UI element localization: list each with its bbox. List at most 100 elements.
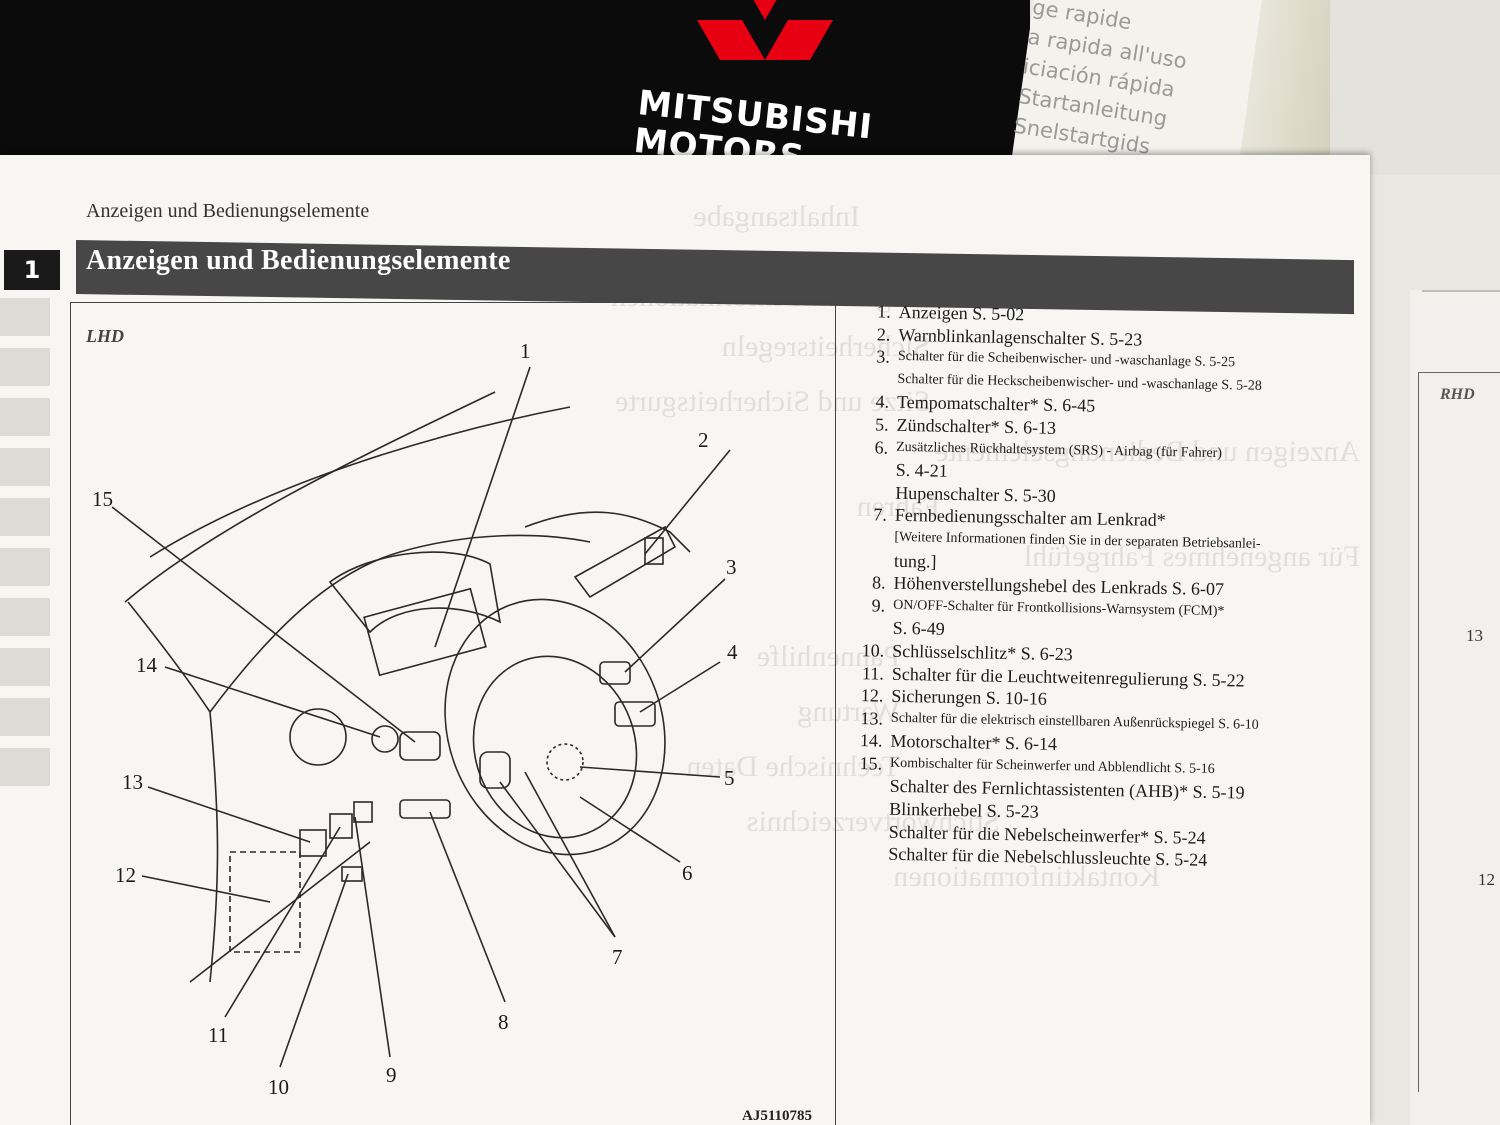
legend-item-number: 7. (873, 504, 888, 525)
legend-item-number: 8. (871, 572, 886, 593)
leader-4 (639, 661, 721, 713)
legend-item-number: 15. (859, 753, 883, 774)
leader-3 (624, 578, 726, 673)
legend-item-number: 11. (861, 662, 885, 684)
legend-item-text: Sicherungen S. 10-16 (891, 685, 1048, 709)
leader-7a (499, 781, 616, 938)
legend-item-number: 4. (875, 391, 890, 413)
headlamp-level-switch (329, 813, 353, 839)
callout-12: 12 (115, 863, 136, 887)
engine-switch (371, 725, 399, 753)
callout-3: 3 (726, 555, 737, 579)
callout-4: 4 (727, 640, 738, 664)
callout-13: 13 (122, 770, 143, 794)
callout-8: 8 (498, 1010, 509, 1034)
leader-15 (111, 506, 416, 743)
legend-item-text: Zündschalter* S. 6-13 (896, 414, 1057, 438)
dashboard-top (209, 534, 591, 713)
center-vent (573, 525, 677, 599)
legend-item-number: 9. (871, 595, 886, 616)
tilt-lever (399, 799, 451, 819)
callout-14: 14 (136, 653, 158, 677)
figure-id: AJ5110785 (742, 1108, 813, 1124)
callout-6: 6 (682, 861, 693, 885)
wiper-switch-block (599, 661, 631, 685)
leader-13 (147, 786, 311, 843)
mitsubishi-booklet-cover (0, 0, 1030, 175)
callout-10: 10 (268, 1075, 289, 1099)
legend-item-number: 6. (874, 436, 889, 458)
chapter-tab (0, 398, 50, 436)
leader-10 (279, 873, 349, 1068)
leader-7b (524, 771, 616, 938)
key-slot (341, 866, 363, 882)
leader-8 (429, 811, 506, 1003)
callout-9: 9 (386, 1063, 397, 1087)
leader-5 (579, 766, 721, 778)
chapter-tab (0, 748, 50, 786)
mirror-switch (299, 829, 327, 857)
diagram-frame (70, 302, 836, 1125)
callout-7: 7 (612, 945, 623, 969)
section-title: Anzeigen und Bedienungselemente (86, 245, 511, 276)
airbag-emblem (546, 743, 584, 781)
leader-2 (644, 449, 731, 555)
callout-1: 1 (520, 339, 531, 363)
chapter-tabs (0, 298, 52, 898)
dashboard-right (524, 511, 691, 553)
legend-item-text: Motorschalter* S. 6-14 (890, 731, 1058, 755)
fcm-switch (353, 801, 373, 823)
instrument-cluster (328, 551, 502, 634)
hazard-switch (644, 537, 664, 565)
legend-item-text: Anzeigen S. 5-02 (898, 301, 1025, 325)
diagram-label-rhd: RHD (1440, 386, 1475, 403)
facing-page-rule (1422, 290, 1500, 292)
legend-item-number: 2. (876, 324, 891, 345)
facing-page (1410, 290, 1500, 1125)
leader-11 (224, 826, 341, 1018)
rhd-callout-12: 12 (1478, 870, 1495, 889)
combination-switch (399, 731, 441, 761)
diagram-label-lhd: LHD (86, 326, 124, 346)
steering-wheel-outer (444, 598, 666, 856)
chapter-tab (0, 448, 50, 486)
chapter-tab (0, 498, 50, 536)
cluster-display (363, 587, 487, 677)
legend-item-number: 13. (860, 707, 884, 729)
right-background (1330, 0, 1500, 175)
fuse-box (229, 851, 301, 953)
rhd-callout-13: 13 (1466, 626, 1483, 645)
windshield-line (124, 391, 496, 603)
mitsubishi-logo-icon (697, 0, 833, 60)
callout-11: 11 (208, 1023, 228, 1047)
legend-item-number: 10. (861, 640, 885, 661)
windshield-line-inner (149, 406, 571, 558)
legend-item-number: 5. (874, 414, 889, 435)
remote-switch-left (479, 751, 511, 789)
chapter-tab (0, 548, 50, 586)
callout-15: 15 (92, 487, 113, 511)
chapter-tab (0, 598, 50, 636)
legend-item-number: 3. (876, 346, 891, 367)
leader-9 (354, 816, 391, 1058)
callout-5: 5 (724, 766, 735, 790)
legend-item-number: 14. (859, 730, 883, 751)
section-number: 1 (4, 250, 60, 290)
chapter-tab (0, 298, 50, 336)
chapter-tab (0, 698, 50, 736)
dashboard-diagram: 1 2 3 4 5 6 7 8 9 10 11 12 13 14 15 (92, 339, 738, 1099)
chapter-tab (0, 348, 50, 386)
running-head: Anzeigen und Bedienungselemente (86, 200, 370, 222)
manual-page (0, 155, 1370, 1125)
chapter-tab (0, 648, 50, 686)
knee-panel (189, 841, 371, 983)
callout-2: 2 (698, 428, 709, 452)
dashboard-outline (127, 601, 219, 983)
legend-item-number: 12. (860, 685, 884, 706)
leader-6 (579, 796, 681, 863)
leader-12 (141, 875, 271, 903)
leader-14 (164, 666, 381, 738)
leader-1 (434, 366, 531, 648)
legend-item-number: 1. (877, 301, 891, 322)
